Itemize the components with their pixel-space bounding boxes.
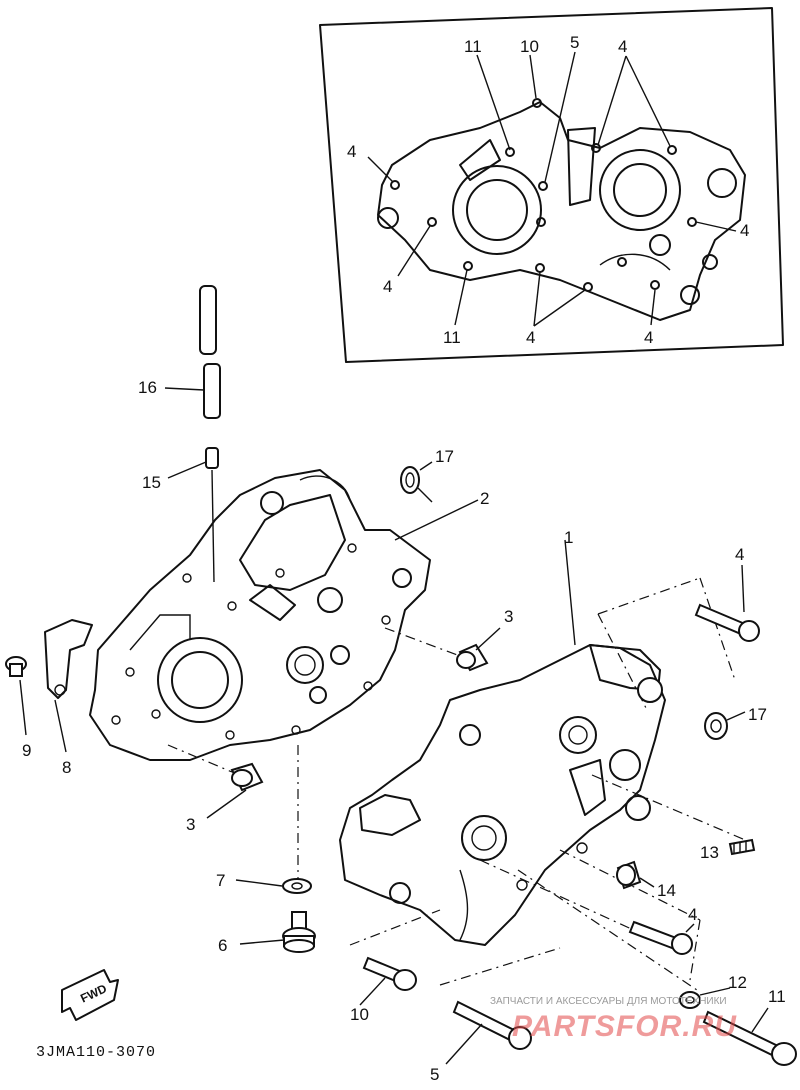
washer-12 (679, 987, 731, 1009)
inset-callout-4-bottom-mid: 4 (526, 328, 535, 347)
callout-12: 12 (728, 973, 747, 992)
bolt-10 (359, 956, 417, 1006)
crankcase-right-1 (339, 577, 751, 993)
callout-10: 10 (350, 1005, 369, 1024)
oil-seal-17-top (400, 461, 433, 503)
inset-callout-11-bottom: 11 (443, 328, 461, 347)
dowel-15 (167, 447, 219, 583)
callout-4-low: 4 (688, 905, 697, 924)
callout-17-top: 17 (435, 447, 454, 466)
watermark-brand: PARTSFOR.RU (512, 1010, 737, 1043)
inset-callout-11-top: 11 (464, 37, 482, 56)
fwd-label: FWD (78, 981, 109, 1005)
bolt-5 (445, 1000, 532, 1065)
callout-4-bolt: 4 (735, 545, 744, 564)
dowel-pin-16 (164, 285, 221, 419)
screw-9 (5, 656, 27, 736)
drain-bolt-6 (239, 911, 316, 953)
callout-3-right: 3 (504, 607, 513, 626)
inset-callout-4-bottom-right: 4 (644, 328, 653, 347)
callout-7: 7 (216, 871, 225, 890)
callout-16: 16 (138, 378, 157, 397)
inset-callout-4-left: 4 (347, 142, 356, 161)
dowel-3-right (456, 627, 501, 672)
stopper-plate-8 (44, 619, 93, 753)
callout-5: 5 (430, 1065, 439, 1084)
oil-seal-17-right (704, 711, 746, 740)
dowel-3-left (206, 762, 264, 819)
inset-callout-5: 5 (570, 33, 579, 52)
callout-2: 2 (480, 489, 489, 508)
callout-6: 6 (218, 936, 227, 955)
watermark-caption: ЗАПЧАСТИ И АКСЕССУАРЫ ДЛЯ МОТОТЕХНИКИ (490, 996, 727, 1007)
gasket-washer-7 (235, 878, 312, 894)
bolt-4-upper (694, 564, 760, 642)
diagram-code: 3JMA110-3070 (36, 1044, 156, 1061)
callout-15: 15 (142, 473, 161, 492)
inset-callout-4-right: 4 (740, 221, 749, 240)
inset-callout-4-top: 4 (618, 37, 627, 56)
crankcase-left-2 (89, 469, 461, 880)
inset-callout-10: 10 (520, 37, 539, 56)
callout-8: 8 (62, 758, 71, 777)
callout-14: 14 (657, 881, 676, 900)
callout-17-right: 17 (748, 705, 767, 724)
callout-9: 9 (22, 741, 31, 760)
bolt-11 (702, 1007, 797, 1066)
inset-crankcase-bolt-pattern: 11 10 5 4 4 4 4 11 4 4 (319, 7, 784, 363)
screw-13 (728, 838, 756, 856)
callout-1: 1 (564, 528, 573, 547)
callout-11: 11 (768, 987, 786, 1006)
bolt-4-lower (628, 920, 695, 955)
fwd-arrow-icon: FWD (61, 969, 119, 1021)
callout-3-left: 3 (186, 815, 195, 834)
inset-callout-4-left-low: 4 (383, 277, 392, 296)
callout-13: 13 (700, 843, 719, 862)
plug-14 (616, 860, 655, 890)
